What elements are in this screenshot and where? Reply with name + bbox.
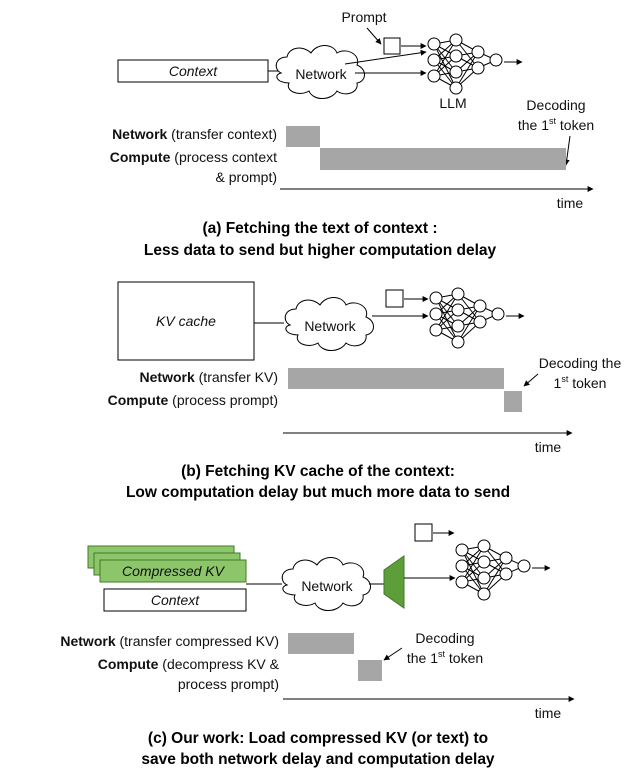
nn-node: [429, 307, 443, 321]
panel-b: KV cache Network Decoding the 1st token …: [108, 281, 622, 501]
decoding-label-line2: the 1st token: [407, 649, 483, 666]
nn-node: [455, 543, 469, 557]
nn-node: [455, 575, 469, 589]
nn-node: [449, 81, 463, 95]
time-label: time: [535, 439, 562, 455]
prompt-label: Prompt: [341, 9, 386, 25]
caption-c-line1: (c) Our work: Load compressed KV (or tex…: [148, 730, 488, 747]
nn-node: [451, 287, 465, 301]
decoding-arrow: [383, 647, 403, 661]
caption-b-line2: Low computation delay but much more data…: [126, 484, 510, 501]
context-label: Context: [151, 592, 200, 608]
decoding-label-line1: Decoding: [526, 97, 585, 113]
network-to-llm-arrow: [344, 49, 427, 65]
caption-a-line1: (a) Fetching the text of context :: [202, 220, 437, 237]
prompt-box: [414, 523, 433, 542]
compute-bar: [358, 660, 382, 681]
decoding-label-line1: Decoding the: [539, 355, 622, 371]
llm-network-icon: [455, 539, 531, 601]
prompt-arrow: [366, 27, 382, 45]
nn-node: [489, 53, 503, 67]
compute-bar: [320, 148, 566, 170]
kv-cache-box: [117, 281, 255, 361]
decoding-arrow: [563, 135, 571, 166]
nn-node: [451, 303, 465, 317]
decoding-post: token: [556, 117, 594, 133]
nn-node: [427, 69, 441, 83]
caption-a-line2: Less data to send but higher computation…: [144, 242, 497, 259]
nn-node: [477, 571, 491, 585]
nn-node: [477, 587, 491, 601]
context-box: [103, 588, 247, 612]
compute-bar: [504, 391, 522, 412]
nn-node: [477, 555, 491, 569]
llm-network-icon: [427, 33, 503, 95]
panel-c: Compressed KV Context Network Decoding t…: [60, 523, 575, 768]
prompt-box: [385, 289, 404, 308]
nn-edge: [461, 545, 485, 583]
nn-edge: [433, 39, 457, 77]
nn-node: [427, 37, 441, 51]
network-label: Network: [304, 318, 356, 334]
nn-edge: [483, 557, 507, 595]
row-compute-label-line2: & prompt): [216, 169, 277, 185]
panel-a: Context Network Prompt LLM Decoding the …: [110, 9, 594, 259]
network-cloud: [284, 297, 374, 351]
nn-node: [499, 567, 513, 581]
nn-node: [449, 33, 463, 47]
row-network-label: Network (transfer context): [112, 126, 277, 142]
decoding-label-line2: 1st token: [554, 374, 607, 391]
nn-node: [429, 291, 443, 305]
decoding-label-line2: the 1st token: [518, 116, 594, 133]
prompt-box: [383, 37, 401, 55]
network-bar: [288, 368, 504, 389]
nn-node: [471, 61, 485, 75]
nn-node: [473, 315, 487, 329]
network-cloud: [275, 45, 365, 99]
kv-cache-label: KV cache: [156, 313, 216, 329]
decoding-arrow: [523, 373, 539, 387]
row-compute-label-line2: process prompt): [178, 676, 279, 692]
nn-node: [449, 65, 463, 79]
network-cloud: [281, 557, 371, 611]
time-label: time: [557, 195, 584, 211]
network-bar: [288, 633, 354, 654]
nn-node: [471, 45, 485, 59]
network-label: Network: [295, 66, 347, 82]
nn-node: [451, 319, 465, 333]
compressed-kv-label: Compressed KV: [122, 563, 226, 579]
nn-node: [473, 299, 487, 313]
nn-node: [429, 323, 443, 337]
decoding-label-line1: Decoding: [415, 630, 474, 646]
row-compute-label: Compute (decompress KV &: [98, 656, 280, 672]
decoding-sup: st: [549, 116, 557, 126]
nn-edge: [457, 305, 481, 343]
nn-node: [517, 559, 531, 573]
row-compute-label: Compute (process context: [110, 149, 277, 165]
caption-b-line1: (b) Fetching KV cache of the context:: [181, 463, 455, 480]
compressed-kv-box: [99, 559, 247, 583]
context-label: Context: [169, 63, 218, 79]
network-label: Network: [301, 578, 353, 594]
caption-c-line2: save both network delay and computation …: [141, 751, 495, 768]
nn-node: [499, 551, 513, 565]
row-network-label: Network (transfer KV): [140, 369, 278, 385]
time-label: time: [535, 705, 562, 721]
llm-label: LLM: [439, 95, 466, 111]
network-bar: [286, 126, 320, 147]
decoder-trapezoid-icon: [383, 555, 405, 609]
nn-node: [427, 53, 441, 67]
row-network-label: Network (transfer compressed KV): [60, 633, 279, 649]
nn-edge: [455, 51, 479, 89]
nn-node: [477, 539, 491, 553]
row-compute-label: Compute (process prompt): [108, 392, 278, 408]
decoding-pre: the 1: [518, 117, 549, 133]
nn-node: [491, 307, 505, 321]
llm-network-icon: [429, 287, 505, 349]
nn-node: [449, 49, 463, 63]
nn-node: [451, 335, 465, 349]
nn-node: [455, 559, 469, 573]
nn-edge: [435, 293, 459, 331]
